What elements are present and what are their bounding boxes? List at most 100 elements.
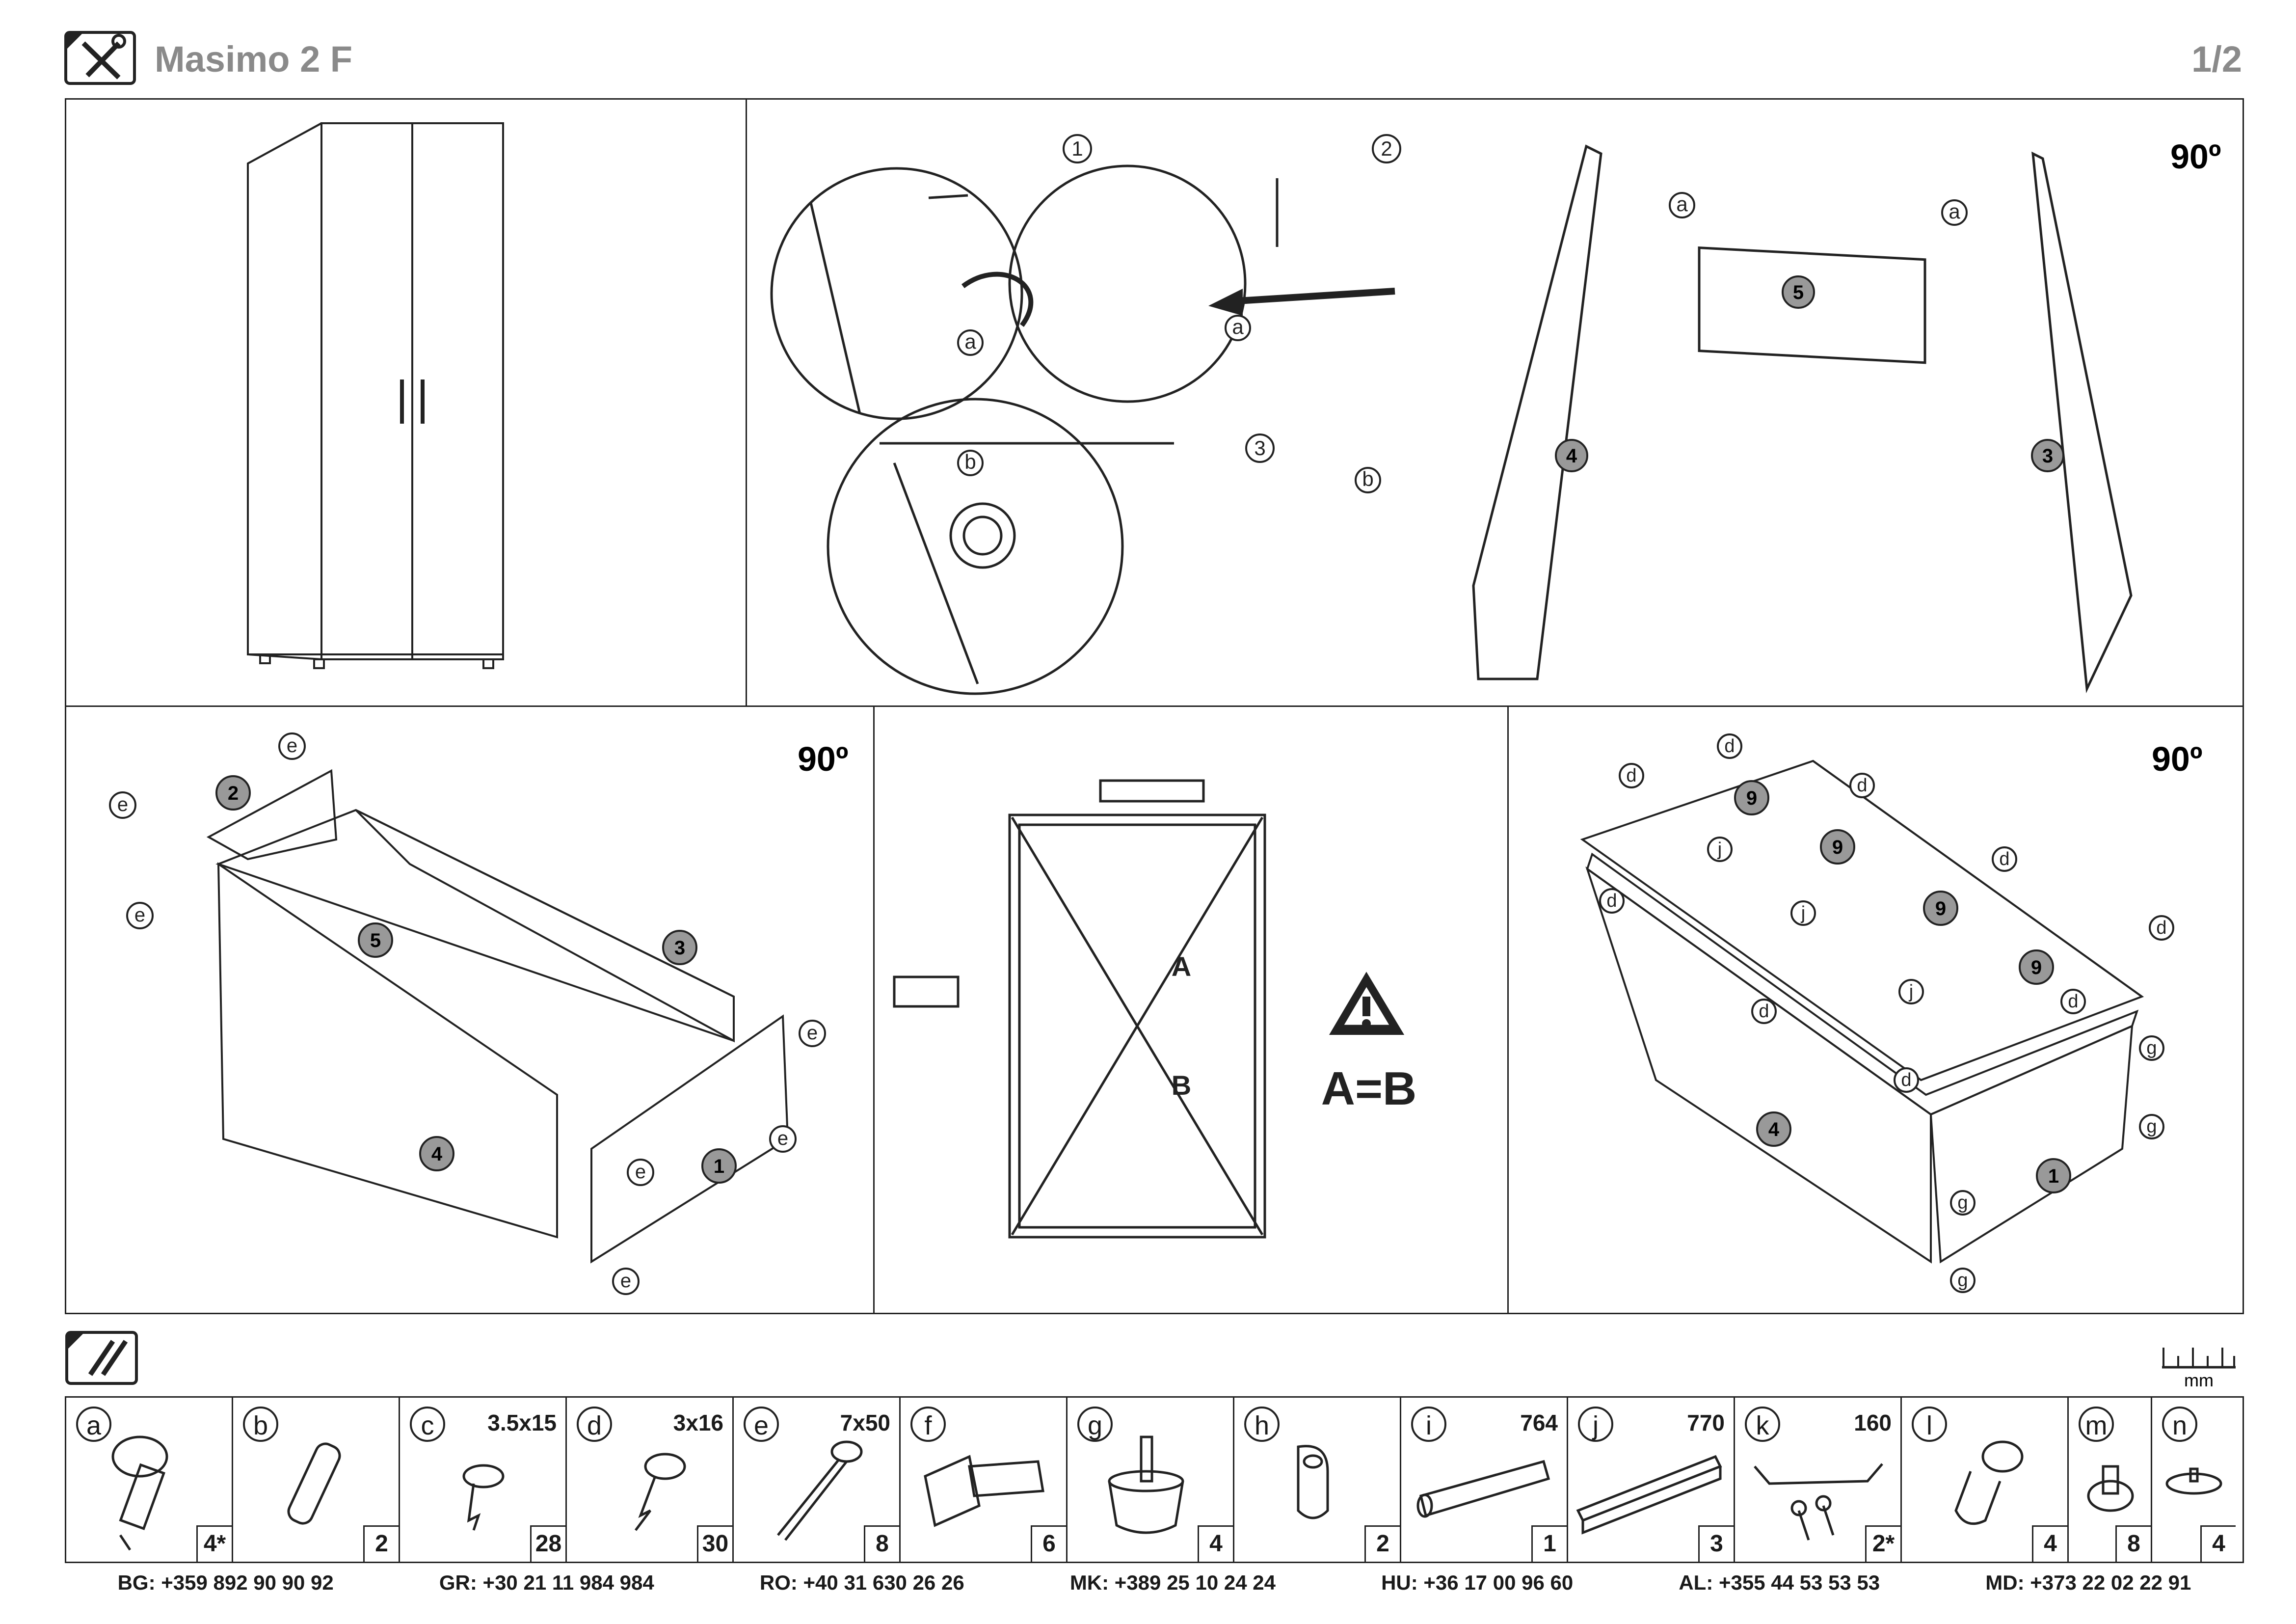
part-cell: c 3.5x15 28 (400, 1398, 567, 1562)
contact-item: MK: +389 25 10 24 24 (1069, 1571, 1276, 1594)
panel-1-label: 1 (714, 1156, 724, 1177)
fastener-j-label: j (1801, 903, 1805, 923)
fastener-d-label: d (2068, 991, 2078, 1012)
part-quantity: 8 (864, 1525, 899, 1562)
part-letter: k (1745, 1407, 1780, 1442)
rotate-90-label: 90º (2152, 740, 2202, 778)
panel-2-label: 2 (228, 783, 239, 804)
part-size: 3.5x15 (487, 1410, 557, 1435)
equal-diagonals-text: A=B (1321, 1062, 1417, 1115)
part-cell: n 4 (2152, 1398, 2236, 1562)
diagonal-check-drawing: A B A=B (893, 779, 1417, 1239)
panel-4-label: 4 (1768, 1119, 1780, 1140)
panel-5-label: 5 (1793, 282, 1804, 303)
wood-dowel-icon (287, 1442, 341, 1525)
ruler-unit: mm (2184, 1370, 2214, 1389)
fastener-d-label: d (1857, 775, 1867, 796)
part-cell: d 3x16 30 (567, 1398, 734, 1562)
part-letter: f (910, 1407, 946, 1442)
fastener-d-label: d (1626, 765, 1636, 786)
fastener-g-label: g (1957, 1192, 1968, 1213)
wardrobe-drawing (247, 122, 504, 669)
cam-lock-icon (111, 1435, 168, 1551)
part-quantity: 2 (1364, 1525, 1400, 1562)
box-assembly-panel: 2 5 3 4 1 e e e e e e e 90º (65, 705, 875, 1314)
part-cell: a 4* (66, 1398, 233, 1562)
part-cell: f 6 (901, 1398, 1068, 1562)
panel-9-label: 9 (1746, 787, 1757, 809)
rotate-90-label: 90º (2170, 137, 2221, 176)
fastener-d-label: d (1606, 891, 1617, 911)
panel-9-label: 9 (2031, 957, 2042, 978)
hardware-icon (65, 1331, 138, 1385)
fastener-d-label: d (1901, 1070, 1911, 1090)
part-cell: g 4 (1068, 1398, 1234, 1562)
fastener-e-label: e (635, 1161, 646, 1183)
panel-4-label: 4 (1566, 445, 1577, 467)
fastener-j-label: j (1717, 839, 1722, 860)
cam-lock-drawing: 4 3 5 1 2 3 a b a b a a 90º (770, 134, 2221, 695)
part-letter: m (2079, 1407, 2114, 1442)
panel-9-label: 9 (1935, 898, 1946, 920)
fastener-g-label: g (2146, 1038, 2157, 1058)
part-letter: i (1411, 1407, 1446, 1442)
shelf-pin-icon (1954, 1440, 2024, 1525)
adjustable-foot-icon (1108, 1435, 1184, 1534)
fastener-e-label: e (620, 1270, 631, 1292)
step-1-label: 1 (1071, 137, 1083, 160)
rail-holder-icon (1297, 1445, 1329, 1519)
fastener-e-label: e (777, 1128, 788, 1149)
ruler-icon: mm (2162, 1348, 2236, 1389)
contact-item: HU: +36 17 00 96 60 (1381, 1571, 1574, 1594)
fastener-d-label: d (2156, 918, 2166, 938)
part-letter: e (744, 1407, 779, 1442)
panel-3-label: 3 (674, 937, 685, 959)
confirmat-screw-icon (777, 1440, 863, 1541)
contact-item: MD: +373 22 02 22 91 (1985, 1571, 2191, 1594)
part-quantity: 28 (530, 1525, 565, 1562)
part-quantity: 4* (196, 1525, 232, 1562)
contact-item: AL: +355 44 53 53 53 (1679, 1571, 1880, 1594)
handle-icon (1754, 1463, 1883, 1541)
part-size: 764 (1520, 1410, 1558, 1435)
hanging-rail-icon (1416, 1460, 1550, 1518)
hardware-parts-table: a 4* b 2 c 3.5x15 28 d 3x16 30 e 7x50 8 … (65, 1396, 2244, 1563)
rotate-90-label: 90º (798, 740, 848, 778)
part-cell: e 7x50 8 (734, 1398, 901, 1562)
part-cell: i 764 1 (1401, 1398, 1568, 1562)
part-letter: n (2162, 1407, 2197, 1442)
part-letter: l (1912, 1407, 1947, 1442)
part-size: 7x50 (840, 1410, 890, 1435)
panel-1-label: 1 (2048, 1165, 2059, 1187)
part-quantity: 2 (363, 1525, 399, 1562)
part-cell: j 770 3 (1568, 1398, 1735, 1562)
fastener-a-label: a (1676, 192, 1688, 216)
cam-lock-panel: 4 3 5 1 2 3 a b a b a a 90º (746, 98, 2244, 707)
part-cell: l 4 (1902, 1398, 2069, 1562)
plug-icon (2087, 1465, 2134, 1512)
part-size: 770 (1687, 1410, 1725, 1435)
wardrobe-overview-panel (65, 98, 747, 707)
tools-icon (64, 31, 136, 85)
part-letter: g (1077, 1407, 1113, 1442)
hinge-icon (924, 1455, 1044, 1527)
part-letter: c (410, 1407, 445, 1442)
contact-item: BG: +359 892 90 90 92 (117, 1571, 334, 1594)
contact-item: GR: +30 21 11 984 984 (439, 1571, 654, 1594)
part-quantity: 30 (697, 1525, 732, 1562)
panel-5-label: 5 (370, 930, 381, 951)
part-size: 3x16 (673, 1410, 723, 1435)
part-quantity: 8 (2115, 1525, 2151, 1562)
page-number: 1/2 (2191, 39, 2242, 80)
part-quantity: 2* (1865, 1525, 1900, 1562)
part-cell: b 2 (233, 1398, 400, 1562)
fastener-a-label: a (1232, 315, 1244, 338)
fastener-j-label: j (1909, 981, 1913, 1002)
part-cell: m 8 (2069, 1398, 2152, 1562)
fastener-e-label: e (134, 904, 145, 926)
fastener-e-label: e (807, 1022, 818, 1044)
part-quantity: 1 (1531, 1525, 1567, 1562)
diagonal-b-label: B (1172, 1070, 1191, 1101)
fastener-a-label: a (1949, 200, 1960, 223)
box-assembly-drawing: 2 5 3 4 1 e e e e e e e 90º (109, 732, 848, 1295)
